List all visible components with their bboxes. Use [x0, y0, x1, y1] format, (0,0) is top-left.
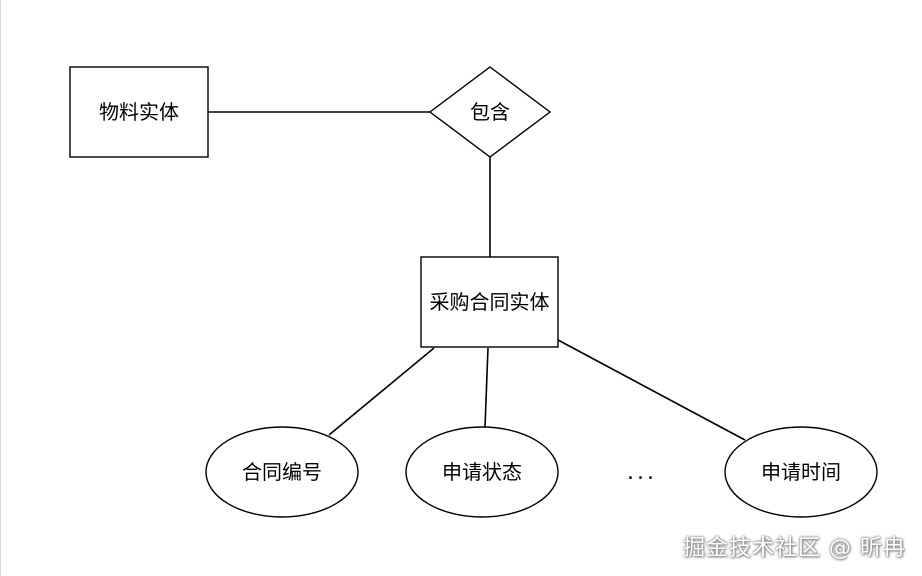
contains-relationship-diamond [428, 66, 552, 158]
apply-status-attribute-label: 申请状态 [442, 460, 522, 484]
apply-time-attribute-ellipse [724, 426, 878, 518]
apply-status-attribute-ellipse [405, 426, 559, 518]
contract-no-attribute-ellipse [205, 426, 359, 518]
left-border-line [0, 0, 1, 576]
connector-contract-contract-no [328, 347, 435, 436]
apply-time-attribute-label: 申请时间 [761, 460, 841, 484]
material-entity-label: 物料实体 [99, 100, 179, 124]
ellipsis-attribute-label: ... [627, 460, 657, 485]
contract-no-attribute-label: 合同编号 [242, 460, 322, 484]
connector-contract-apply-status [484, 347, 489, 428]
contract-entity-label: 采购合同实体 [429, 290, 550, 314]
material-entity-box [69, 66, 209, 158]
contract-entity-box [420, 256, 559, 348]
connector-contract-apply-time [557, 339, 746, 441]
watermark-text: 掘金技术社区 @ 昕冉 [683, 536, 906, 561]
contains-relationship-label: 包含 [470, 100, 510, 124]
